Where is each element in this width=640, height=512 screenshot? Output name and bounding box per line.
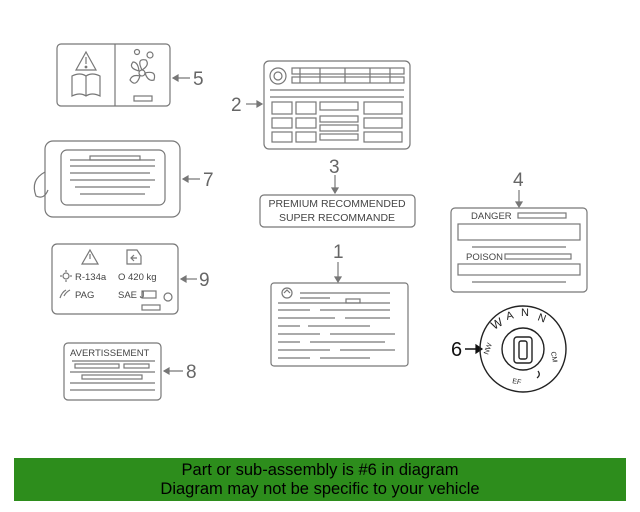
- footer-line-2: Diagram may not be specific to your vehi…: [160, 480, 480, 498]
- fuel-line-1: PREMIUM RECOMMENDED: [268, 198, 406, 210]
- label-1-vehicle-info[interactable]: [270, 282, 409, 367]
- footer-line-1: Part or sub-assembly is #6 in diagram: [181, 461, 459, 479]
- ring-letters: W: [489, 314, 506, 332]
- ring-letters-right: CM: [549, 351, 558, 363]
- oil-drop-icon: [59, 289, 71, 299]
- amount-text: O 420 kg: [118, 272, 157, 283]
- callout-6: 6: [451, 339, 462, 361]
- ring-letter-n1: N: [521, 307, 529, 319]
- ring-letters-bottom: EF: [512, 378, 522, 386]
- sae-text: SAE J: [118, 290, 145, 301]
- fuel-line-2: SUPER RECOMMANDE: [279, 212, 395, 224]
- poison-text: POISON: [466, 252, 503, 263]
- label-8-avertissement[interactable]: AVERTISSEMENT: [63, 342, 162, 401]
- callout-2: 2: [231, 95, 242, 116]
- warning-triangle-icon: [74, 50, 98, 71]
- ring-letter-n2: N: [536, 312, 548, 326]
- callout-1: 1: [333, 242, 344, 263]
- label-3-fuel[interactable]: PREMIUM RECOMMENDED SUPER RECOMMANDE: [259, 194, 416, 228]
- label-7-tire-info[interactable]: [33, 140, 181, 218]
- callout-4: 4: [513, 170, 524, 191]
- callout-3: 3: [329, 157, 340, 178]
- fan-icon: [129, 48, 156, 84]
- footer-banner: Part or sub-assembly is #6 in diagram Di…: [14, 458, 626, 501]
- callout-7: 7: [203, 170, 214, 191]
- danger-text: DANGER: [471, 211, 512, 222]
- refrigerant-text: R-134a: [75, 272, 107, 283]
- label-2-emission[interactable]: [263, 60, 411, 150]
- sun-icon: [60, 270, 72, 282]
- callout-9: 9: [199, 270, 210, 291]
- ring-letters-left: NW: [483, 342, 494, 356]
- caution-triangle-icon: [80, 248, 100, 265]
- label-5-warning-fan[interactable]: [56, 43, 171, 107]
- label-6-round-keypad-highlighted[interactable]: W A N N CM NW EF: [479, 305, 567, 393]
- refrigerant-symbol-icon: [126, 249, 142, 265]
- ring-letter-a: A: [505, 309, 516, 323]
- label-4-danger-poison[interactable]: DANGER POISON: [450, 207, 588, 293]
- oil-text: PAG: [75, 290, 94, 301]
- callout-8: 8: [186, 362, 197, 383]
- callout-5: 5: [193, 69, 204, 90]
- manual-book-icon: [71, 73, 101, 97]
- avertissement-text: AVERTISSEMENT: [70, 348, 150, 359]
- label-9-ac-refrigerant[interactable]: R-134a O 420 kg PAG SAE J: [51, 243, 179, 315]
- parts-diagram: 5 2 7 3: [33, 43, 588, 401]
